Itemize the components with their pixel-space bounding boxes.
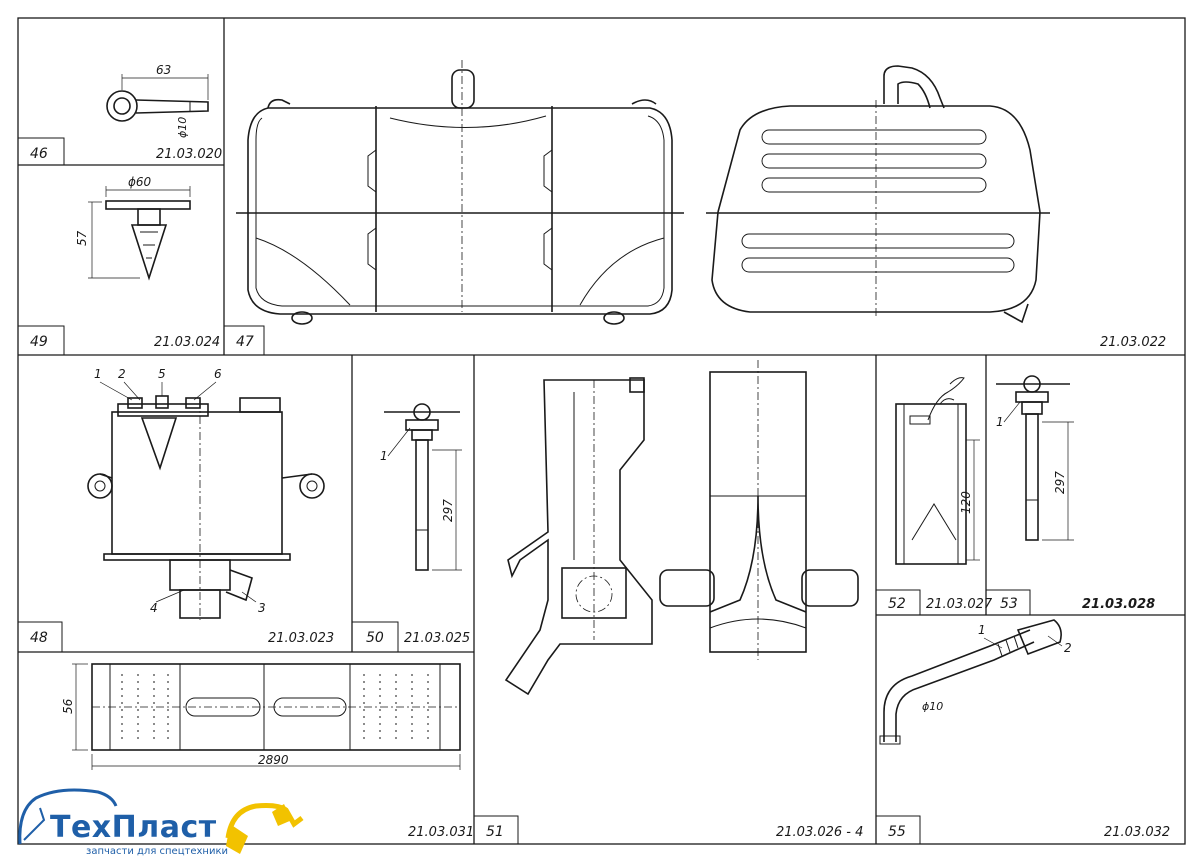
brand-logo: ТехПласт запчасти для спецтехники <box>16 780 306 864</box>
cell-48-code: 21.03.023 <box>268 631 334 646</box>
callout-50-1: 1 <box>380 449 388 463</box>
cell-labels: 46 21.03.020 49 21.03.024 47 21.03.022 4… <box>30 146 1170 840</box>
part-54-pad-strip: 56 2890 <box>61 663 461 770</box>
part-52-bracket: 120 <box>895 377 980 565</box>
part-51-filler-neck <box>504 360 859 696</box>
part-50-dipstick: 297 1 <box>380 403 462 571</box>
dim-53-length: 297 <box>1053 471 1067 494</box>
part-49-cone-filter: ϕ60 57 <box>75 175 191 281</box>
callout-48-5: 5 <box>158 367 166 381</box>
callout-48-1: 1 <box>94 367 102 381</box>
part-47-fuel-tank <box>236 60 1050 325</box>
dim-52-length: 120 <box>959 491 973 514</box>
dim-46-length: 63 <box>156 63 171 77</box>
sheet-grid <box>17 17 1186 845</box>
callout-48-6: 6 <box>214 367 222 381</box>
cell-49-code: 21.03.024 <box>154 335 220 350</box>
cell-51-code: 21.03.026 - 4 <box>776 825 863 840</box>
cell-50-code: 21.03.025 <box>404 631 470 646</box>
dim-54-length: 2890 <box>258 753 289 767</box>
cell-46-number: 46 <box>30 146 48 162</box>
cell-47-number: 47 <box>236 334 254 350</box>
dim-49-diameter: ϕ60 <box>128 175 152 189</box>
callout-55-1: 1 <box>978 623 986 637</box>
dim-49-height: 57 <box>75 230 89 246</box>
dim-46-diameter: ϕ10 <box>176 117 189 138</box>
brand-name: ТехПласт <box>50 810 217 845</box>
excavator-icon <box>18 788 304 854</box>
callout-55-2: 2 <box>1064 641 1072 655</box>
cell-47-code: 21.03.022 <box>1100 335 1166 350</box>
callout-53-1: 1 <box>996 415 1004 429</box>
cell-54-code: 21.03.031 <box>408 825 474 840</box>
part-53-dipstick: 297 1 <box>996 375 1074 541</box>
brand-tagline: запчасти для спецтехники <box>86 846 228 857</box>
cell-49-number: 49 <box>30 334 48 350</box>
cell-51-number: 51 <box>486 824 504 840</box>
dim-54-height: 56 <box>61 698 75 714</box>
cell-53-number: 53 <box>1000 596 1018 612</box>
cell-55-code: 21.03.032 <box>1104 825 1170 840</box>
part-55-bent-tube: ϕ10 1 2 <box>879 619 1072 745</box>
dim-55-diameter: ϕ10 <box>922 700 943 713</box>
callout-48-3: 3 <box>258 601 266 615</box>
cell-48-number: 48 <box>30 630 48 646</box>
cell-52-number: 52 <box>888 596 906 612</box>
cell-52-code: 21.03.027 <box>926 597 993 612</box>
cell-46-code: 21.03.020 <box>156 147 222 162</box>
cell-53-code: 21.03.028 <box>1082 597 1155 612</box>
cell-50-number: 50 <box>366 630 384 646</box>
cell-55-number: 55 <box>888 824 906 840</box>
callout-48-4: 4 <box>150 601 158 615</box>
part-46-eye-fitting: 63 ϕ10 <box>106 63 209 138</box>
part-48-filter-housing: 1 2 5 6 4 3 <box>87 367 325 620</box>
callout-48-2: 2 <box>118 367 126 381</box>
dim-50-length: 297 <box>441 499 455 522</box>
